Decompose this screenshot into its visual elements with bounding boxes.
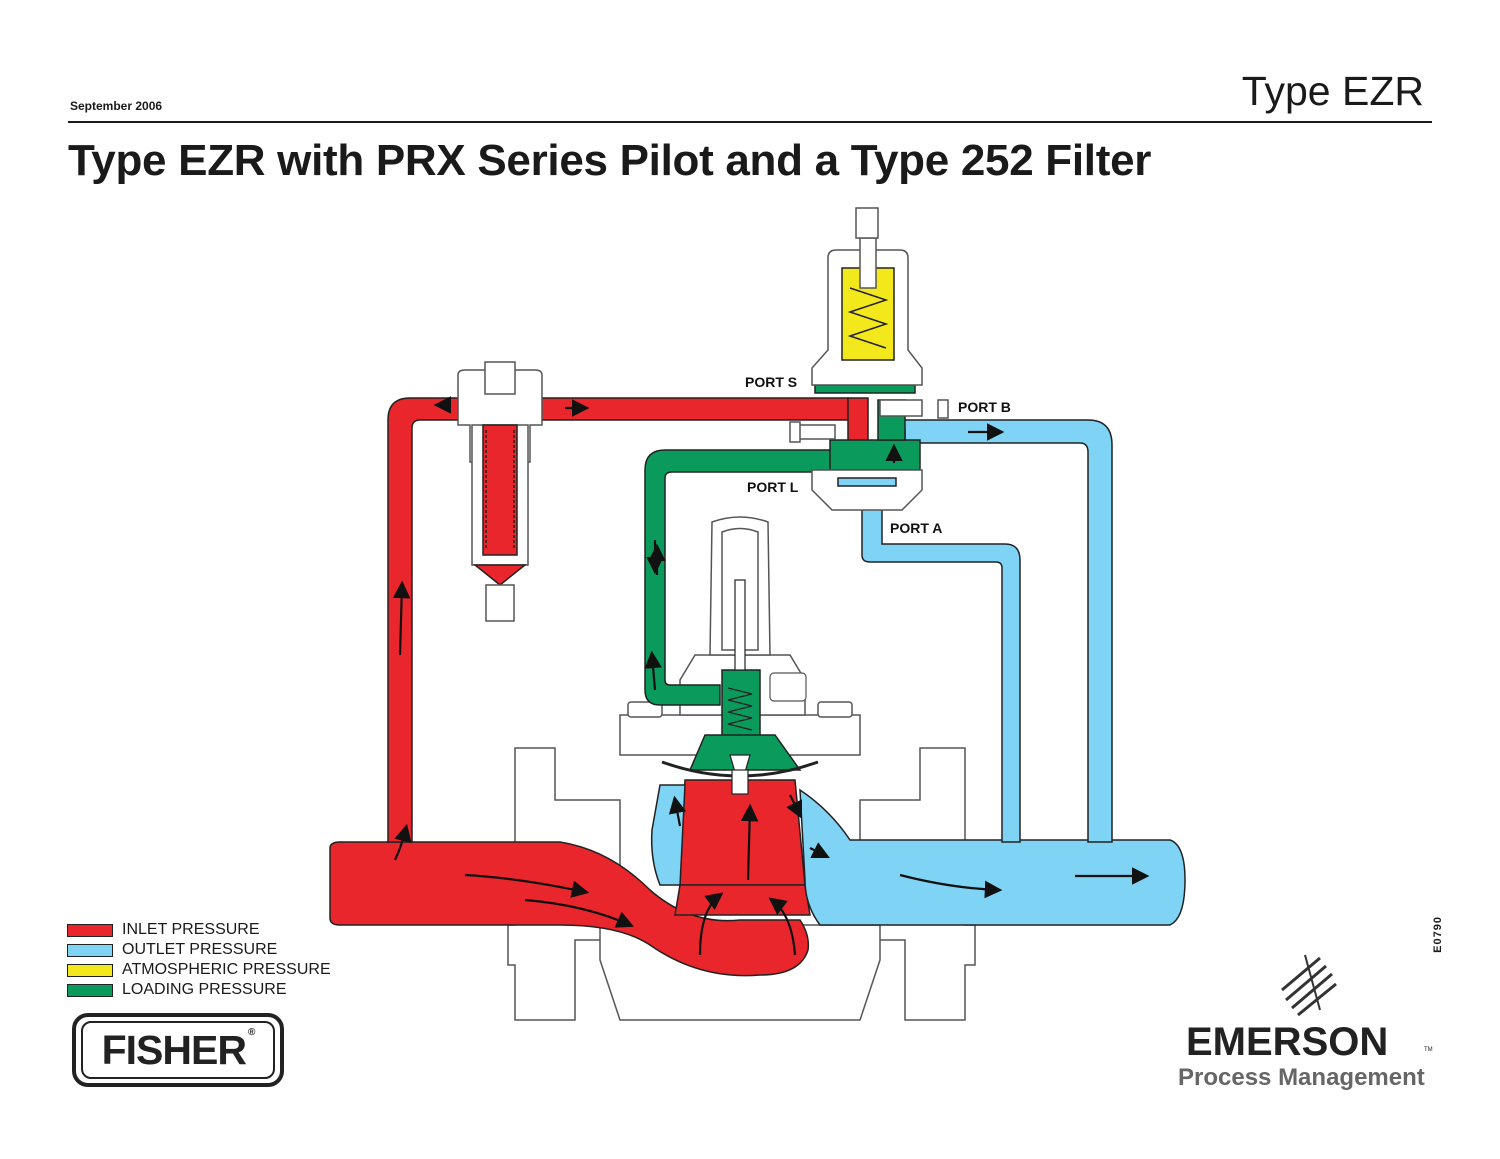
legend-item-atmospheric: ATMOSPHERIC PRESSURE bbox=[67, 960, 331, 980]
legend-swatch bbox=[67, 983, 113, 997]
legend-swatch bbox=[67, 963, 113, 977]
page-title: Type EZR with PRX Series Pilot and a Typ… bbox=[68, 136, 1152, 185]
fisher-wordmark: FISHER bbox=[101, 1026, 247, 1073]
inlet-flow bbox=[329, 397, 869, 977]
emerson-subtitle: Process Management bbox=[1178, 1064, 1425, 1091]
actuator-stem bbox=[727, 579, 807, 795]
port-a-label: PORT A bbox=[890, 520, 942, 536]
registered-mark: ® bbox=[247, 1026, 255, 1038]
header-rule bbox=[68, 121, 1432, 123]
emerson-logo-mark bbox=[1281, 954, 1337, 1017]
flow-arrows bbox=[392, 396, 1150, 956]
fisher-logo-inner: FISHER® bbox=[81, 1021, 275, 1079]
legend-swatch bbox=[67, 923, 113, 937]
port-l-label: PORT L bbox=[747, 479, 799, 495]
drawing-code: E0790 bbox=[1432, 916, 1444, 953]
fisher-logo: FISHER® bbox=[72, 1013, 284, 1087]
type-252-filter bbox=[457, 361, 543, 622]
legend-swatch bbox=[67, 943, 113, 957]
legend-label: INLET PRESSURE bbox=[122, 921, 260, 938]
legend-label: LOADING PRESSURE bbox=[122, 981, 287, 998]
legend-label: OUTLET PRESSURE bbox=[122, 941, 278, 958]
port-s-label: PORT S bbox=[745, 374, 797, 390]
document-type: Type EZR bbox=[1241, 68, 1424, 114]
legend-label: ATMOSPHERIC PRESSURE bbox=[122, 961, 331, 978]
fisher-logo-text: FISHER® bbox=[101, 1026, 256, 1074]
outlet-flow bbox=[650, 419, 1186, 926]
prx-pilot bbox=[789, 207, 949, 511]
emerson-wordmark: EMERSON bbox=[1186, 1020, 1389, 1064]
legend-item-outlet: OUTLET PRESSURE bbox=[67, 940, 331, 960]
legend-item-inlet: INLET PRESSURE bbox=[67, 920, 331, 940]
legend-item-loading: LOADING PRESSURE bbox=[67, 980, 331, 1000]
emerson-trademark: TM bbox=[1424, 1047, 1433, 1053]
port-b-label: PORT B bbox=[958, 399, 1011, 415]
publication-date: September 2006 bbox=[70, 99, 163, 113]
pressure-legend: INLET PRESSURE OUTLET PRESSURE ATMOSPHER… bbox=[67, 920, 331, 1000]
